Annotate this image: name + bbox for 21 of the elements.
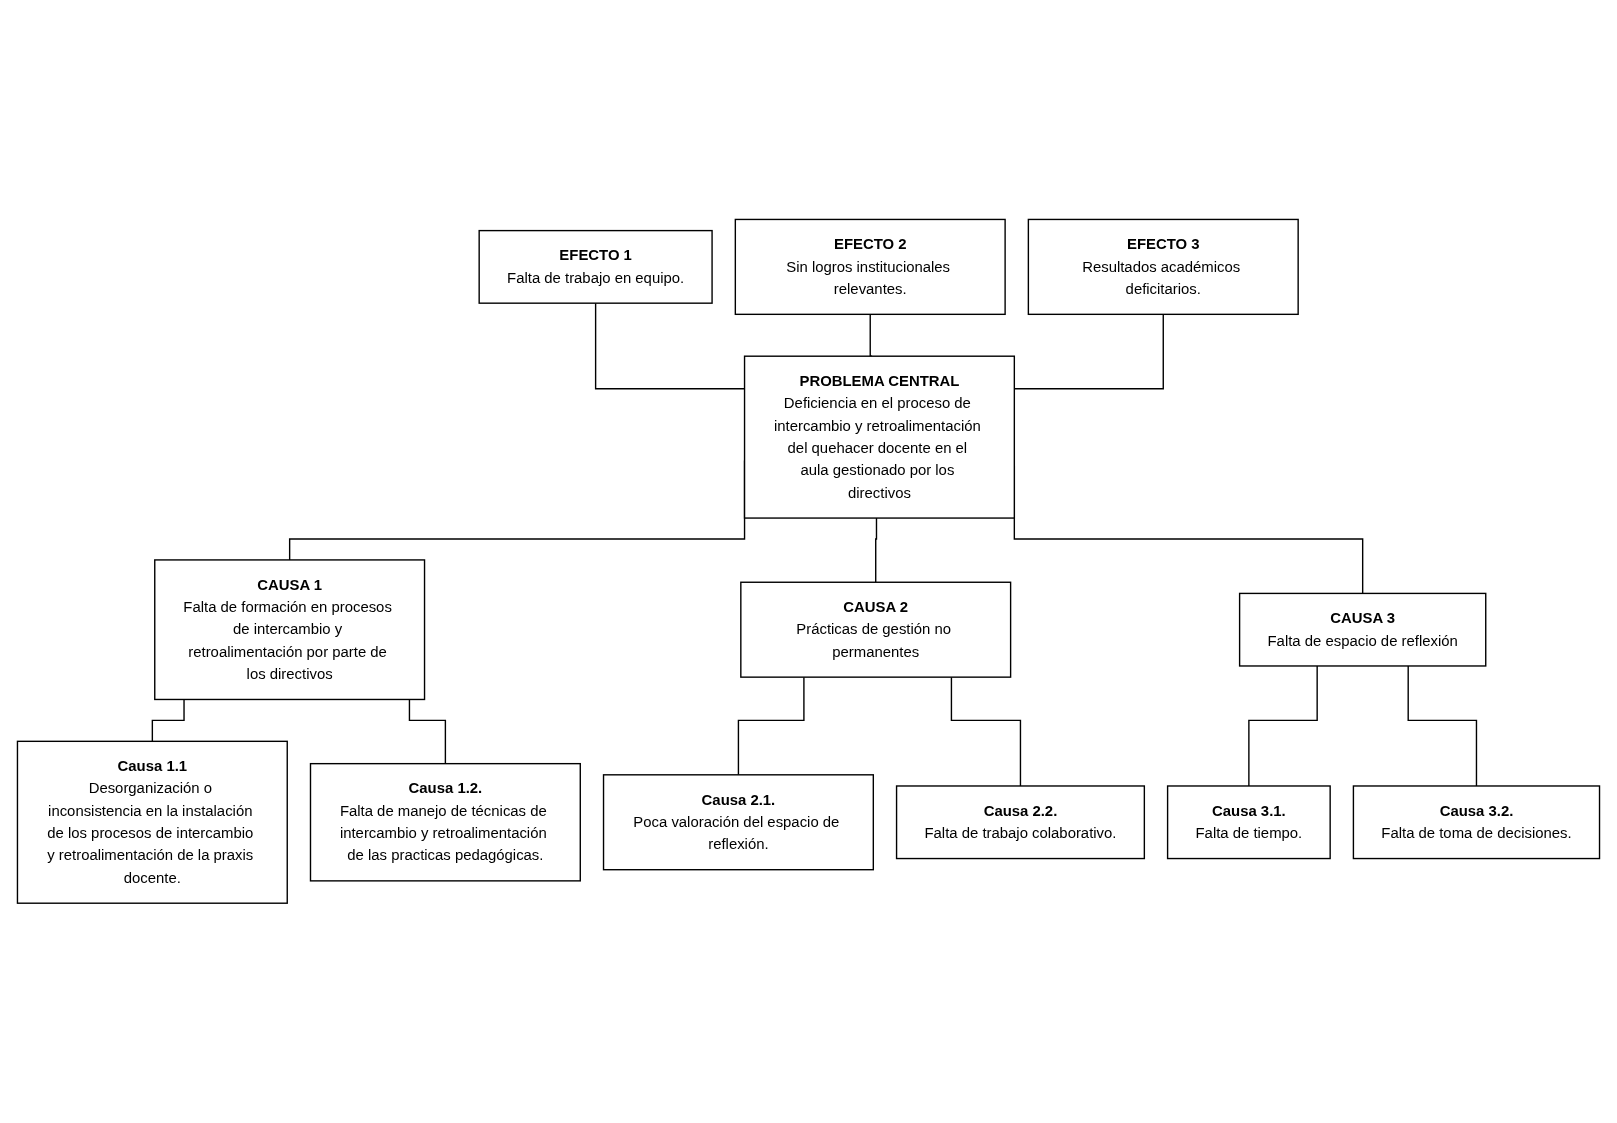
node-box: CAUSA 1 Falta de formación en procesos de intercambio y retroalimentación por parte de los directivos bbox=[154, 559, 426, 701]
node-box: EFECTO 3 Resultados académicos deficitarios. bbox=[1027, 218, 1299, 316]
connector bbox=[408, 698, 447, 765]
connector bbox=[737, 676, 805, 776]
node-box: Causa 1.2. Falta de manejo de técnicas de intercambio y retroalimentación de las practicas pedagógicas. bbox=[309, 763, 581, 882]
node-box: PROBLEMA CENTRAL Deficiencia en el proceso de intercambio y retroalimentación del quehacer docente en el aula gestionado por los directivos bbox=[743, 355, 1016, 519]
connector bbox=[151, 698, 185, 743]
node-box: Causa 1.1 Desorganización o inconsistencia en la instalación de los procesos de intercambio y retroalimentación de la praxis docente. bbox=[16, 740, 288, 905]
node-box: Causa 2.2. Falta de trabajo colaborativo. bbox=[895, 785, 1146, 860]
node-box: EFECTO 2 Sin logros institucionales relevantes. bbox=[734, 218, 1006, 316]
connector bbox=[869, 313, 873, 358]
node-box: CAUSA 2 Prácticas de gestión no permanentes bbox=[740, 581, 1012, 678]
connector bbox=[1407, 665, 1478, 787]
node-box: EFECTO 1 Falta de trabajo en equipo. bbox=[478, 230, 713, 305]
node-box: Causa 2.1. Poca valoración del espacio de reflexión. bbox=[602, 774, 874, 871]
node-box: CAUSA 3 Falta de espacio de reflexión bbox=[1238, 592, 1487, 667]
connector bbox=[1248, 665, 1318, 787]
node-box: Causa 3.2. Falta de toma de decisiones. bbox=[1352, 785, 1601, 860]
node-box: Causa 3.1. Falta de tiempo. bbox=[1166, 785, 1331, 860]
connector bbox=[875, 517, 878, 584]
connector bbox=[950, 676, 1022, 787]
